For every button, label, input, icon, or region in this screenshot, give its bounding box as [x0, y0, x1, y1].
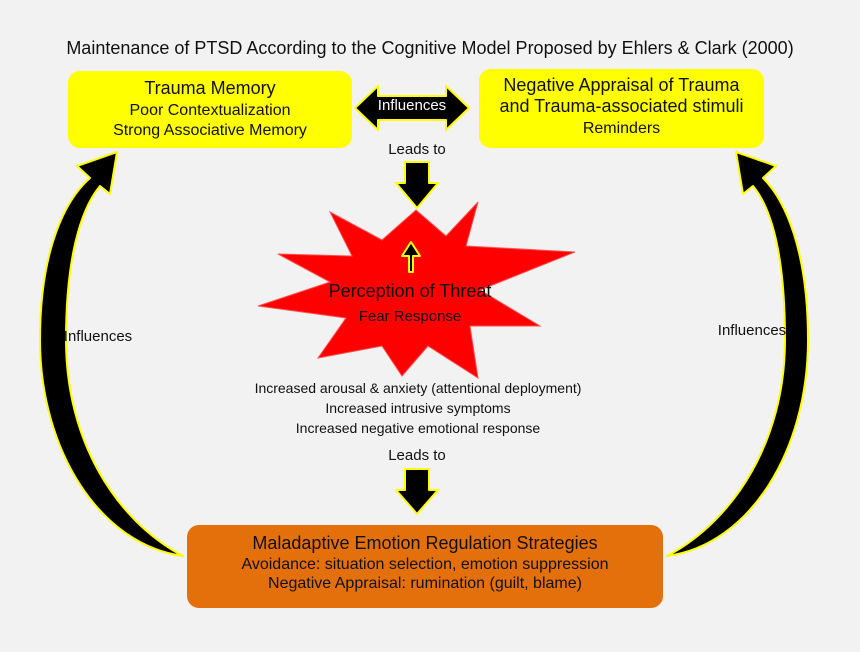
up-arrow-small [401, 241, 421, 273]
left-curved-arrow [39, 151, 184, 557]
maladaptive-line-1: Avoidance: situation selection, emotion … [241, 556, 609, 573]
trauma-memory-line-2: Strong Associative Memory [113, 122, 307, 139]
double-arrow-label: Influences [377, 97, 447, 114]
trauma-memory-line-1: Poor Contextualization [129, 102, 291, 119]
trauma-memory-box: Trauma Memory Poor Contextualization Str… [68, 71, 352, 148]
effects-list: Increased arousal & anxiety (attentional… [180, 378, 656, 438]
diagram-title: Maintenance of PTSD According to the Cog… [66, 38, 794, 58]
maladaptive-heading: Maladaptive Emotion Regulation Strategie… [252, 533, 598, 553]
negative-appraisal-sub: Reminders [582, 120, 661, 137]
maladaptive-line-2: Negative Appraisal: rumination (guilt, b… [268, 575, 582, 592]
negative-appraisal-box: Negative Appraisal of Trauma and Trauma-… [479, 69, 764, 148]
trauma-memory-heading: Trauma Memory [144, 78, 276, 98]
leads-to-top: Leads to [388, 141, 446, 158]
negative-appraisal-heading-2: and Trauma-associated stimuli [499, 96, 744, 116]
down-arrow-top [395, 161, 439, 209]
leads-to-bottom: Leads to [388, 447, 446, 464]
right-curved-arrow [666, 151, 809, 557]
negative-appraisal-heading-1: Negative Appraisal of Trauma [503, 75, 740, 95]
double-headed-arrow [354, 85, 470, 131]
down-arrow-bottom [395, 468, 439, 515]
threat-heading: Perception of Threat [328, 281, 492, 301]
left-influences-label: Influences [63, 328, 133, 345]
threat-starburst [257, 201, 576, 380]
effect-item: Increased negative emotional response [295, 420, 541, 436]
right-influences-label: Influences [717, 322, 787, 339]
effect-item: Increased intrusive symptoms [325, 400, 511, 416]
effect-item: Increased arousal & anxiety (attentional… [254, 380, 582, 396]
maladaptive-box: Maladaptive Emotion Regulation Strategie… [187, 525, 663, 608]
threat-sub: Fear Response [358, 308, 462, 325]
